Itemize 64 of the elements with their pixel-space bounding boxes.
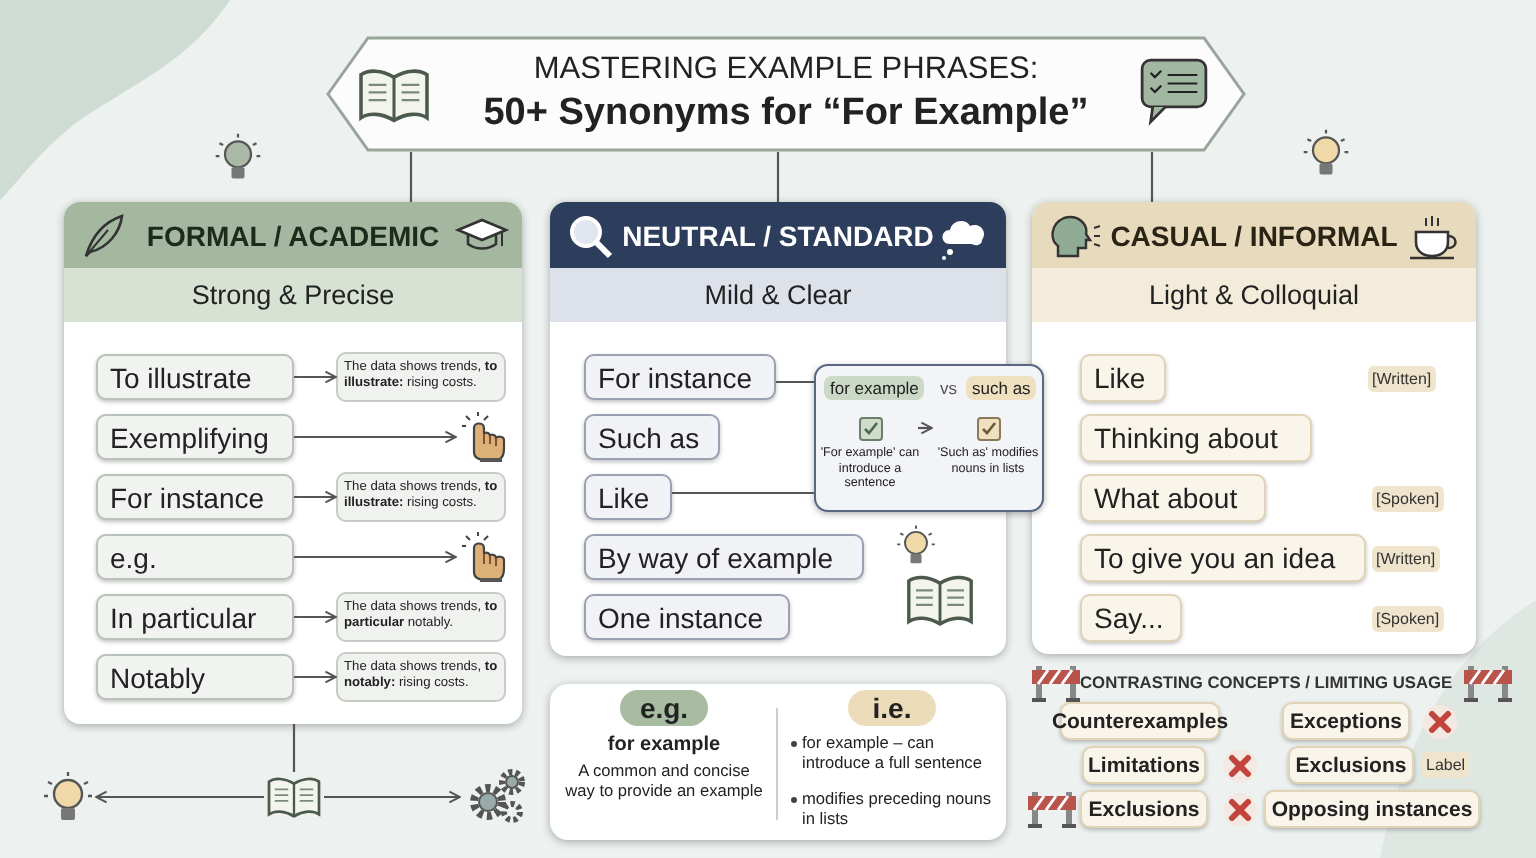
phrase-chip: Exemplifying xyxy=(96,414,294,460)
arrow xyxy=(294,610,337,624)
panel-heading: FORMAL / ACADEMIC xyxy=(64,202,522,268)
arrow xyxy=(918,421,933,435)
comparison-word: vs xyxy=(940,378,957,398)
abbreviation-pill: i.e. xyxy=(848,690,936,726)
panel-heading: NEUTRAL / STANDARD xyxy=(550,202,1006,268)
phrase-chip: To illustrate xyxy=(96,354,294,400)
connector-line xyxy=(776,152,780,202)
concept-chip: Exclusions xyxy=(1288,746,1414,784)
phrase-chip: Like xyxy=(1080,354,1166,402)
phrase-chip: For instance xyxy=(584,354,776,400)
usage-tag: [Spoken] xyxy=(1372,606,1444,632)
concept-chip: Opposing instances xyxy=(1264,790,1480,828)
arrow xyxy=(294,430,457,444)
connector-line xyxy=(672,491,814,495)
concept-chip: Exceptions xyxy=(1282,702,1410,740)
arrow xyxy=(294,550,457,564)
connector-line xyxy=(292,724,296,772)
title-text: MASTERING EXAMPLE PHRASES: 50+ Synonyms for “For Example” xyxy=(481,52,1091,136)
definition-card xyxy=(550,684,1006,840)
arrow xyxy=(324,790,461,804)
phrase-chip: For instance xyxy=(96,474,294,520)
phrase-chip: Like xyxy=(584,474,672,520)
phrase-chip: Say... xyxy=(1080,594,1182,642)
bullet-point: for example – can introduce a full sentence xyxy=(802,734,984,773)
panel-subheading: Mild & Clear xyxy=(550,268,1006,322)
arrow xyxy=(294,490,337,504)
phrase-chip: One instance xyxy=(584,594,790,640)
bullet-point: modifies preceding nouns in lists xyxy=(802,790,994,829)
section-heading: CONTRASTING CONCEPTS / LIMITING USAGE xyxy=(1080,672,1453,692)
comparison-tooltip xyxy=(814,364,1044,512)
pointing-hand-icon xyxy=(456,410,508,462)
phrase-chip: Notably xyxy=(96,654,294,700)
usage-tag: [Written] xyxy=(1372,546,1440,572)
abbreviation-pill: e.g. xyxy=(620,690,708,726)
connector-line xyxy=(409,152,413,202)
panel-heading: CASUAL / INFORMAL xyxy=(1032,202,1476,268)
arrow xyxy=(294,370,337,384)
panel-subheading: Strong & Precise xyxy=(64,268,522,322)
pointing-hand-icon xyxy=(456,530,508,582)
panel-subheading: Light & Colloquial xyxy=(1032,268,1476,322)
usage-tag: [Written] xyxy=(1368,366,1436,392)
phrase-chip: What about xyxy=(1080,474,1266,522)
category-panel xyxy=(64,202,522,724)
open-book-icon xyxy=(264,772,324,822)
term-highlight: such as xyxy=(966,376,1037,400)
usage-tag: Label xyxy=(1422,752,1470,778)
phrase-chip: In particular xyxy=(96,594,294,640)
concept-chip: Exclusions xyxy=(1080,790,1208,828)
phrase-chip: Thinking about xyxy=(1080,414,1312,462)
arrow xyxy=(294,670,337,684)
phrase-chip: To give you an idea xyxy=(1080,534,1366,582)
term-highlight: for example xyxy=(824,376,925,400)
phrase-chip: By way of example xyxy=(584,534,864,580)
usage-tag: [Spoken] xyxy=(1372,486,1444,512)
concept-chip: Limitations xyxy=(1082,746,1206,784)
term-heading: for example xyxy=(605,734,723,756)
connector-line xyxy=(776,380,814,384)
definition-text: A common and concise way to provide an example xyxy=(564,762,764,802)
connector-line xyxy=(1150,152,1154,202)
phrase-chip: e.g. xyxy=(96,534,294,580)
phrase-chip: Such as xyxy=(584,414,720,460)
arrow xyxy=(95,790,264,804)
